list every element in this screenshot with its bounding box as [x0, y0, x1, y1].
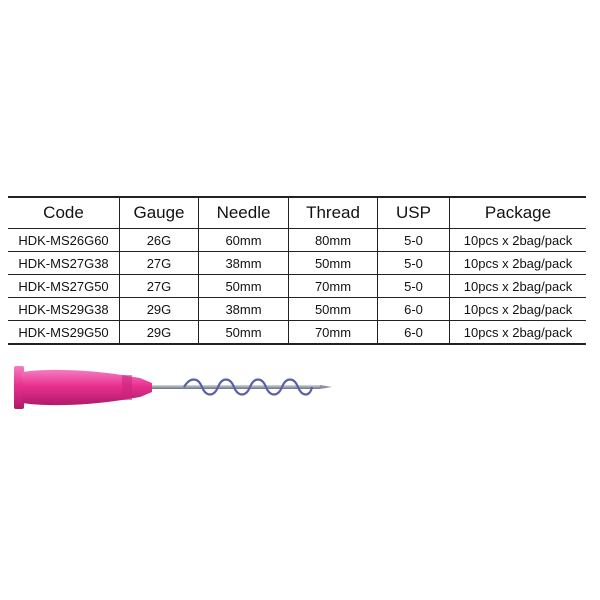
cell-usp: 6-0 [377, 320, 450, 345]
cell-needle: 50mm [198, 320, 289, 345]
header-code: Code [8, 196, 120, 229]
cell-code: HDK-MS29G50 [8, 320, 120, 345]
cell-package: 10pcs x 2bag/pack [449, 320, 586, 345]
cell-usp: 5-0 [377, 251, 450, 275]
table-row: HDK-MS29G38 29G 38mm 50mm 6-0 10pcs x 2b… [8, 297, 586, 321]
cell-needle: 50mm [198, 274, 289, 298]
table-row: HDK-MS27G38 27G 38mm 50mm 5-0 10pcs x 2b… [8, 251, 586, 275]
cell-package: 10pcs x 2bag/pack [449, 297, 586, 321]
cell-code: HDK-MS27G38 [8, 251, 120, 275]
cell-code: HDK-MS27G50 [8, 274, 120, 298]
header-package: Package [449, 196, 586, 229]
hub-cap [14, 366, 24, 409]
table-header-row: Code Gauge Needle Thread USP Package [8, 196, 586, 229]
table-row: HDK-MS29G50 29G 50mm 70mm 6-0 10pcs x 2b… [8, 320, 586, 345]
cell-code: HDK-MS26G60 [8, 228, 120, 252]
cell-package: 10pcs x 2bag/pack [449, 274, 586, 298]
thread-coil [183, 378, 314, 396]
needle-shaft [152, 385, 320, 389]
cell-gauge: 27G [119, 274, 199, 298]
cell-thread: 50mm [288, 297, 378, 321]
cell-gauge: 29G [119, 320, 199, 345]
cell-gauge: 26G [119, 228, 199, 252]
header-gauge: Gauge [119, 196, 199, 229]
cell-thread: 70mm [288, 274, 378, 298]
cell-gauge: 27G [119, 251, 199, 275]
cell-thread: 50mm [288, 251, 378, 275]
cell-package: 10pcs x 2bag/pack [449, 251, 586, 275]
cell-usp: 5-0 [377, 274, 450, 298]
spec-table: Code Gauge Needle Thread USP Package HDK… [8, 196, 586, 345]
cell-usp: 5-0 [377, 228, 450, 252]
header-usp: USP [377, 196, 450, 229]
cell-thread: 80mm [288, 228, 378, 252]
hub-collar [122, 375, 132, 400]
cell-gauge: 29G [119, 297, 199, 321]
header-needle: Needle [198, 196, 289, 229]
table-row: HDK-MS26G60 26G 60mm 80mm 5-0 10pcs x 2b… [8, 228, 586, 252]
hub-body [22, 369, 152, 406]
cell-usp: 6-0 [377, 297, 450, 321]
cell-code: HDK-MS29G38 [8, 297, 120, 321]
header-thread: Thread [288, 196, 378, 229]
screw-thread-needle-icon [14, 366, 332, 409]
cell-needle: 60mm [198, 228, 289, 252]
cell-needle: 38mm [198, 297, 289, 321]
cell-needle: 38mm [198, 251, 289, 275]
cell-thread: 70mm [288, 320, 378, 345]
needle-tip [320, 385, 332, 389]
cell-package: 10pcs x 2bag/pack [449, 228, 586, 252]
table-row: HDK-MS27G50 27G 50mm 70mm 5-0 10pcs x 2b… [8, 274, 586, 298]
